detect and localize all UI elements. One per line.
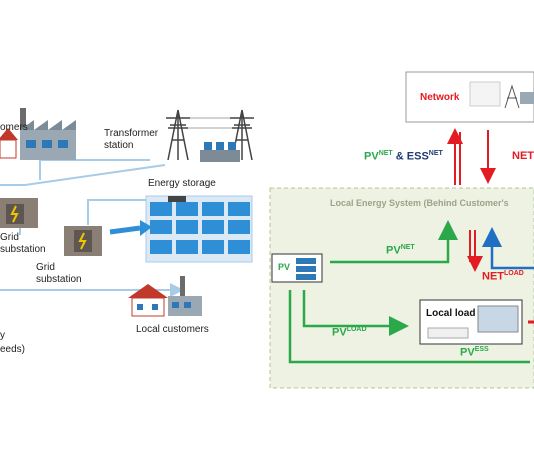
flow-pvload-base: PV [332, 326, 347, 339]
flow-netload-base: NET [482, 270, 504, 283]
flow-pvnet-sup: NET [400, 244, 415, 251]
flow-pvload: PVLOAD [332, 326, 367, 339]
flow-pvload-sup: LOAD [346, 326, 367, 333]
flow-pv-sup: NET [378, 150, 393, 157]
local-load-label: Local load [426, 308, 476, 319]
substation-icon [0, 198, 38, 228]
customers-icon [0, 108, 76, 160]
flow-pvess: PVESS [460, 346, 489, 359]
local-energy-system-title: Local Energy System (Behind Customer's [330, 198, 509, 208]
net-arrows [447, 128, 496, 272]
ess-arrows [482, 227, 534, 270]
partial-text-y: y [0, 330, 5, 341]
pv-arrows [288, 220, 530, 364]
flow-pvess-sup: ESS [474, 346, 489, 353]
solar-panel-icon [296, 258, 316, 280]
flow-net-top: NET [512, 150, 534, 162]
flow-pvnet: PVNET [386, 244, 415, 257]
transformer-station-label: Transformer station [104, 128, 159, 151]
flow-pvnet-base: PV [386, 244, 401, 257]
flow-netload: NETLOAD [482, 270, 524, 283]
local-customers-label: Local customers [136, 324, 209, 335]
flow-pvnet-essnet: PVNET & ESSNET [364, 150, 443, 163]
flow-ess: ESS [406, 150, 429, 163]
network-icon [469, 81, 534, 109]
flow-amp: & [395, 150, 404, 163]
partial-text-needs: eeds) [0, 344, 26, 355]
flow-pv: PV [364, 150, 379, 163]
pv-box-label: PV [278, 262, 291, 272]
local-customers-icon [128, 276, 202, 317]
flow-netload-sup: LOAD [504, 270, 524, 277]
storage-arrow [109, 225, 141, 235]
energy-storage-label: Energy storage [148, 178, 216, 189]
grid-substation-label-1: Grid substation [0, 232, 46, 255]
substation-icon [64, 226, 102, 256]
flow-pvess-base: PV [460, 346, 475, 359]
customers-label: omers [0, 122, 28, 133]
energy-storage-icon [145, 195, 253, 263]
network-label: Network [420, 92, 460, 103]
substation-equipment-icon [200, 142, 240, 162]
local-energy-system-box [269, 187, 534, 389]
flow-ess-sup: NET [428, 150, 443, 157]
load-icon [427, 305, 519, 339]
grid-substation-label-2: Grid substation [36, 262, 82, 285]
storage-arrow-head [140, 220, 152, 236]
transmission-tower-icon [166, 109, 254, 161]
